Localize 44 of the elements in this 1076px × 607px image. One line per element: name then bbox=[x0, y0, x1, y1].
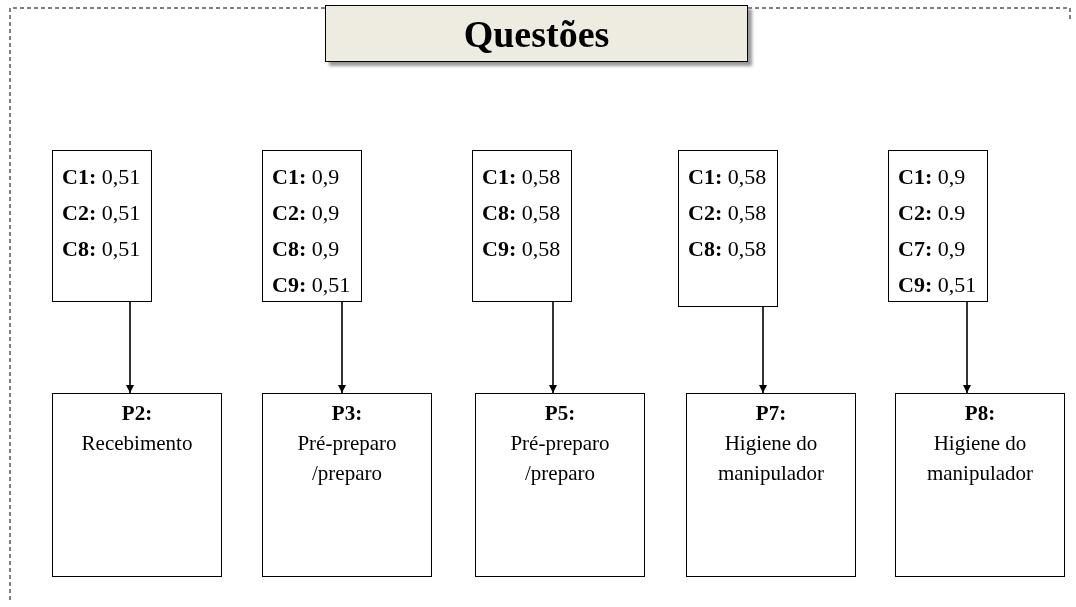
criteria-box bbox=[262, 150, 362, 302]
criteria-value: C2: 0,58 bbox=[688, 199, 768, 227]
process-code: P2: bbox=[120, 400, 154, 427]
process-box bbox=[686, 393, 856, 577]
process-name: Pré-preparo /preparo bbox=[296, 430, 398, 487]
criteria-value: C2: 0.9 bbox=[898, 199, 967, 227]
criteria-box bbox=[678, 150, 778, 307]
criteria-value: C1: 0,58 bbox=[482, 163, 562, 191]
process-box bbox=[475, 393, 645, 577]
process-code: P7: bbox=[754, 400, 788, 427]
process-name: Higiene do manipulador bbox=[925, 430, 1035, 487]
process-code: P5: bbox=[543, 400, 577, 427]
process-name: Recebimento bbox=[80, 430, 194, 457]
criteria-value: C9: 0,51 bbox=[272, 271, 352, 299]
arrow bbox=[338, 301, 346, 394]
criteria-box bbox=[888, 150, 988, 302]
criteria-value: C9: 0,58 bbox=[482, 235, 562, 263]
criteria-value: C8: 0,58 bbox=[482, 199, 562, 227]
criteria-box bbox=[52, 150, 152, 302]
criteria-value: C8: 0,51 bbox=[62, 235, 142, 263]
criteria-value: C7: 0,9 bbox=[898, 235, 967, 263]
criteria-value: C8: 0,58 bbox=[688, 235, 768, 263]
arrow bbox=[126, 301, 134, 394]
title-text: Questões bbox=[463, 11, 610, 56]
criteria-value: C1: 0,9 bbox=[272, 163, 341, 191]
process-code: P3: bbox=[330, 400, 364, 427]
process-box bbox=[52, 393, 222, 577]
process-name: Higiene do manipulador bbox=[716, 430, 826, 487]
process-code: P8: bbox=[963, 400, 997, 427]
arrow bbox=[549, 301, 557, 394]
criteria-value: C1: 0,9 bbox=[898, 163, 967, 191]
title-box bbox=[325, 5, 748, 62]
process-box bbox=[895, 393, 1065, 577]
criteria-value: C1: 0,51 bbox=[62, 163, 142, 191]
arrow bbox=[963, 301, 971, 394]
process-box bbox=[262, 393, 432, 577]
arrow bbox=[759, 306, 767, 394]
criteria-box bbox=[472, 150, 572, 302]
criteria-value: C8: 0,9 bbox=[272, 235, 341, 263]
criteria-value: C2: 0,9 bbox=[272, 199, 341, 227]
criteria-value: C1: 0,58 bbox=[688, 163, 768, 191]
criteria-value: C9: 0,51 bbox=[898, 271, 978, 299]
process-name: Pré-preparo /preparo bbox=[509, 430, 611, 487]
criteria-value: C2: 0,51 bbox=[62, 199, 142, 227]
